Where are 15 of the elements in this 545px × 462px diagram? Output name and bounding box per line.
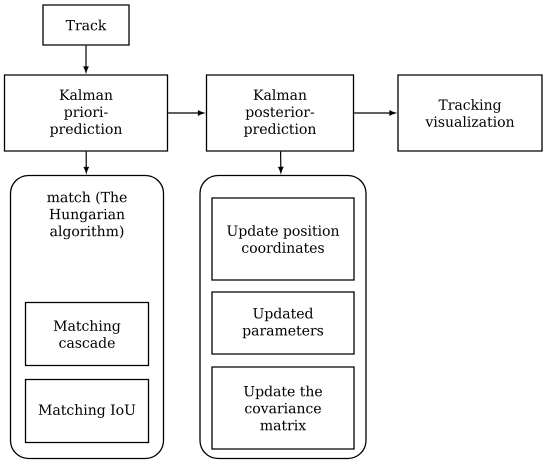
process-box: Matching IoU [24, 378, 150, 444]
process-box: Update the covariance matrix [211, 366, 355, 450]
process-box: Kalman posterior-prediction [206, 74, 354, 152]
arrow [354, 110, 396, 116]
arrow [84, 152, 89, 173]
process-box: Kalman priori-prediction [4, 74, 168, 152]
process-box: Updated parameters [211, 291, 355, 355]
process-box: Matching cascade [24, 302, 150, 366]
arrow [83, 46, 89, 72]
group-box [199, 174, 367, 460]
arrow [278, 152, 284, 173]
process-box: Tracking visualization [397, 74, 543, 152]
process-box: Track [42, 4, 130, 46]
arrow [168, 110, 204, 116]
process-box: Update position coordinates [211, 197, 355, 281]
